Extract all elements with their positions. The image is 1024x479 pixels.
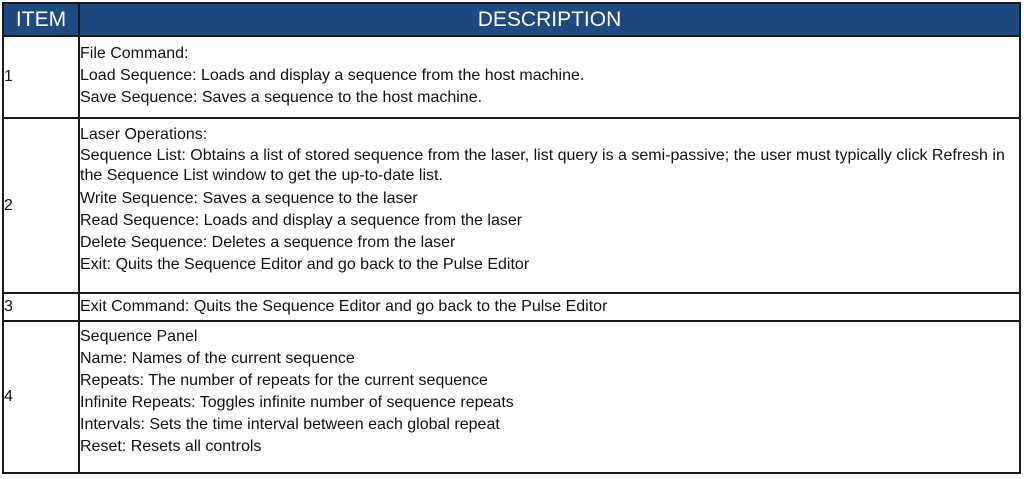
description-cell: File Command: Load Sequence: Loads and d… [78,35,1021,119]
table-row: 2 Laser Operations: Sequence List: Obtai… [2,117,1021,294]
description-line: Infinite Repeats: Toggles infinite numbe… [80,394,514,411]
description-line: Delete Sequence: Deletes a sequence from… [80,234,456,251]
description-line: Write Sequence: Saves a sequence to the … [80,190,418,207]
description-cell: Exit Command: Quits the Sequence Editor … [78,292,1021,322]
description-line: Name: Names of the current sequence [80,350,355,367]
description-line: Repeats: The number of repeats for the c… [80,372,488,389]
item-number: 4 [2,320,80,474]
item-number: 2 [2,117,80,294]
description-cell: Laser Operations: Sequence List: Obtains… [78,117,1021,294]
table-header-row: ITEM DESCRIPTION [2,2,1021,37]
description-line: Exit: Quits the Sequence Editor and go b… [80,256,530,273]
table-row: 4 Sequence Panel Name: Names of the curr… [2,320,1021,474]
description-line: Load Sequence: Loads and display a seque… [80,67,585,84]
description-line: Read Sequence: Loads and display a seque… [80,212,523,229]
header-description: DESCRIPTION [78,2,1021,37]
item-number: 1 [2,35,80,119]
description-line: Save Sequence: Saves a sequence to the h… [80,89,483,106]
table-row: 3 Exit Command: Quits the Sequence Edito… [2,292,1021,322]
description-line: Laser Operations: [80,126,208,143]
description-line: Reset: Resets all controls [80,438,262,455]
header-item: ITEM [2,2,80,37]
item-number: 3 [2,292,80,322]
description-cell: Sequence Panel Name: Names of the curren… [78,320,1021,474]
description-line: Sequence List: Obtains a list of stored … [80,147,1005,184]
description-line: File Command: [80,45,189,62]
table-row: 1 File Command: Load Sequence: Loads and… [2,35,1021,119]
description-line: Intervals: Sets the time interval betwee… [80,416,500,433]
description-line: Sequence Panel [80,328,198,345]
description-line: Exit Command: Quits the Sequence Editor … [80,298,608,315]
